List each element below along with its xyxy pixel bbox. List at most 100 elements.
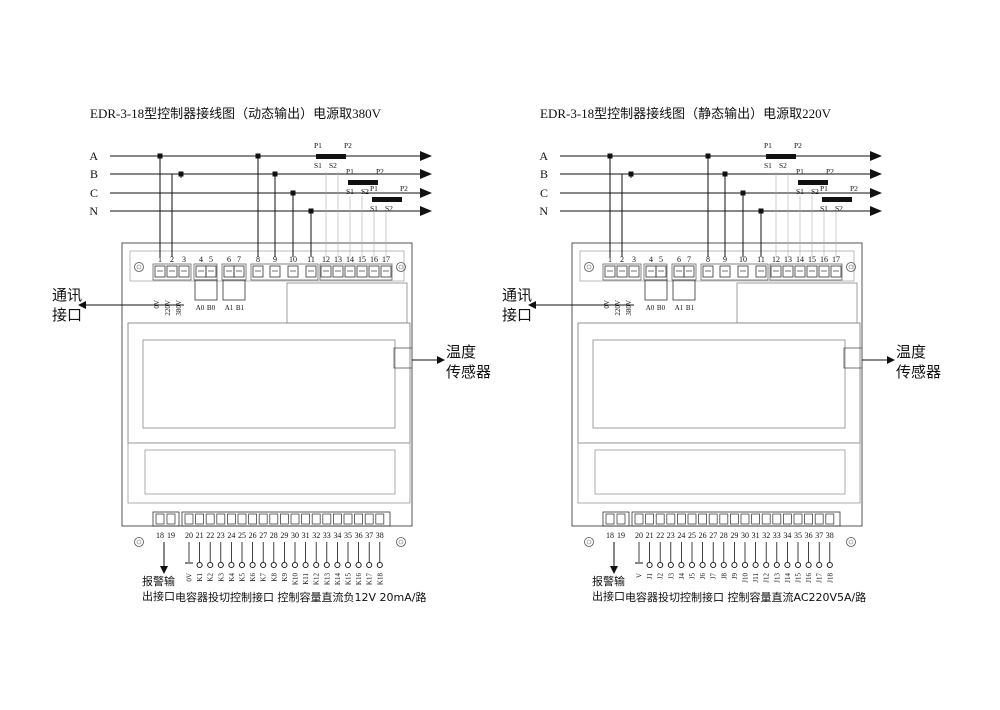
alarm-terminal-number: 18 (156, 531, 164, 540)
output-channel-label: K8 (270, 573, 278, 582)
top-terminal-number: 13 (784, 255, 792, 264)
top-terminal-block (305, 265, 317, 278)
bottom-terminal (332, 513, 342, 525)
top-terminal-block (178, 265, 190, 278)
lower-frame (127, 442, 411, 504)
bottom-terminal (195, 513, 205, 525)
ct-label-s1: S1 (346, 187, 354, 196)
output-node (710, 561, 717, 569)
mounting-screw (584, 537, 594, 547)
alarm-terminal-block (602, 511, 630, 527)
output-node (196, 561, 203, 569)
output-channel-label: J2 (657, 573, 665, 580)
arrow-head (870, 169, 882, 179)
bus-label: C (540, 186, 548, 200)
alarm-output-label: 报警输 (592, 574, 625, 588)
bottom-terminal (269, 513, 279, 525)
output-node (784, 561, 791, 569)
bottom-terminal (698, 513, 708, 525)
comm-socket-b (222, 279, 246, 301)
comm-label: A1 (675, 304, 684, 312)
bus-label: N (539, 204, 548, 218)
output-channel-label: K13 (323, 573, 331, 586)
bottom-terminal-number: 22 (656, 531, 664, 540)
top-terminal-block (269, 265, 281, 278)
comm-interface-label: 接口 (52, 306, 82, 324)
bottom-terminal-number: 27 (259, 531, 267, 540)
top-terminal-block (332, 265, 344, 278)
alarm-terminal-block (152, 511, 180, 527)
output-channel-label: J4 (678, 573, 686, 580)
output-node (238, 561, 246, 569)
top-terminal-number: 8 (706, 255, 710, 264)
top-terminal-number: 16 (820, 255, 828, 264)
output-node (752, 561, 759, 569)
common-output-label: 0V (186, 573, 194, 582)
bottom-terminal (354, 513, 364, 525)
bottom-terminal-number: 38 (376, 531, 384, 540)
display-window (142, 339, 396, 429)
comm-interface-label: 通讯 (52, 286, 82, 304)
output-channel-label: J18 (826, 573, 834, 583)
comm-socket-a (644, 279, 668, 301)
mounting-screw (134, 537, 144, 547)
bus-label: N (89, 204, 98, 218)
output-channel-label: K4 (228, 573, 236, 582)
arrow-head (420, 206, 432, 216)
bottom-terminal (655, 513, 665, 525)
arrow-head (870, 206, 882, 216)
mounting-screw (584, 262, 594, 272)
top-terminal-number: 4 (649, 255, 653, 264)
top-terminal-number: 12 (322, 255, 330, 264)
output-channel-label: K12 (313, 573, 321, 586)
bus-label: B (540, 167, 548, 181)
output-node (773, 561, 780, 569)
ct-label-p2: P2 (376, 167, 384, 176)
terminal-group (700, 263, 769, 281)
arrow-head (160, 566, 168, 574)
bottom-terminal (216, 513, 226, 525)
output-node (678, 561, 685, 569)
bottom-terminal-number: 33 (773, 531, 781, 540)
comm-interface-label: 通讯 (502, 286, 532, 304)
bottom-terminal (772, 513, 782, 525)
current-transformer (798, 180, 828, 185)
bottom-terminal-number: 26 (249, 531, 257, 540)
output-channel-label: K7 (260, 573, 268, 582)
bottom-terminal-number: 28 (270, 531, 278, 540)
output-node (794, 561, 802, 569)
bottom-terminal (322, 513, 332, 525)
top-terminal-number: 11 (757, 255, 765, 264)
ct-label-p2: P2 (826, 167, 834, 176)
ct-label-p1: P1 (314, 141, 322, 150)
ct-label-p1: P1 (346, 167, 354, 176)
output-node (323, 561, 330, 569)
top-terminal-block (770, 265, 782, 278)
bottom-terminal-number: 21 (196, 531, 204, 540)
alarm-output-label: 出接口 (142, 589, 175, 603)
output-channel-label: K6 (249, 573, 257, 582)
output-node (667, 561, 674, 569)
comm-label: B1 (686, 304, 695, 312)
mounting-screw-inner (586, 264, 592, 270)
bottom-terminal (814, 513, 824, 525)
bottom-terminal-number: 20 (185, 531, 193, 540)
output-channel-label: K16 (355, 573, 363, 586)
ct-label-s2: S2 (385, 204, 393, 213)
diagram-title: EDR-3-18型控制器接线图（静态输出）电源取220V (540, 106, 832, 121)
output-node (344, 561, 352, 569)
top-terminal-block (233, 265, 245, 278)
output-channel-label: J16 (805, 573, 813, 583)
bottom-terminal-number: 23 (217, 531, 225, 540)
ct-label-s2: S2 (811, 187, 819, 196)
output-channel-label: K9 (281, 573, 289, 582)
top-terminal-number: 2 (620, 255, 624, 264)
top-terminal-block (616, 265, 628, 278)
output-channel-label: K15 (345, 573, 353, 586)
alarm-terminal-number: 19 (617, 531, 625, 540)
ct-label-p1: P1 (796, 167, 804, 176)
diagram-title: EDR-3-18型控制器接线图（动态输出）电源取380V (90, 106, 382, 121)
bottom-terminal (729, 513, 739, 525)
bottom-terminal (708, 513, 718, 525)
bottom-terminal-number: 36 (355, 531, 363, 540)
